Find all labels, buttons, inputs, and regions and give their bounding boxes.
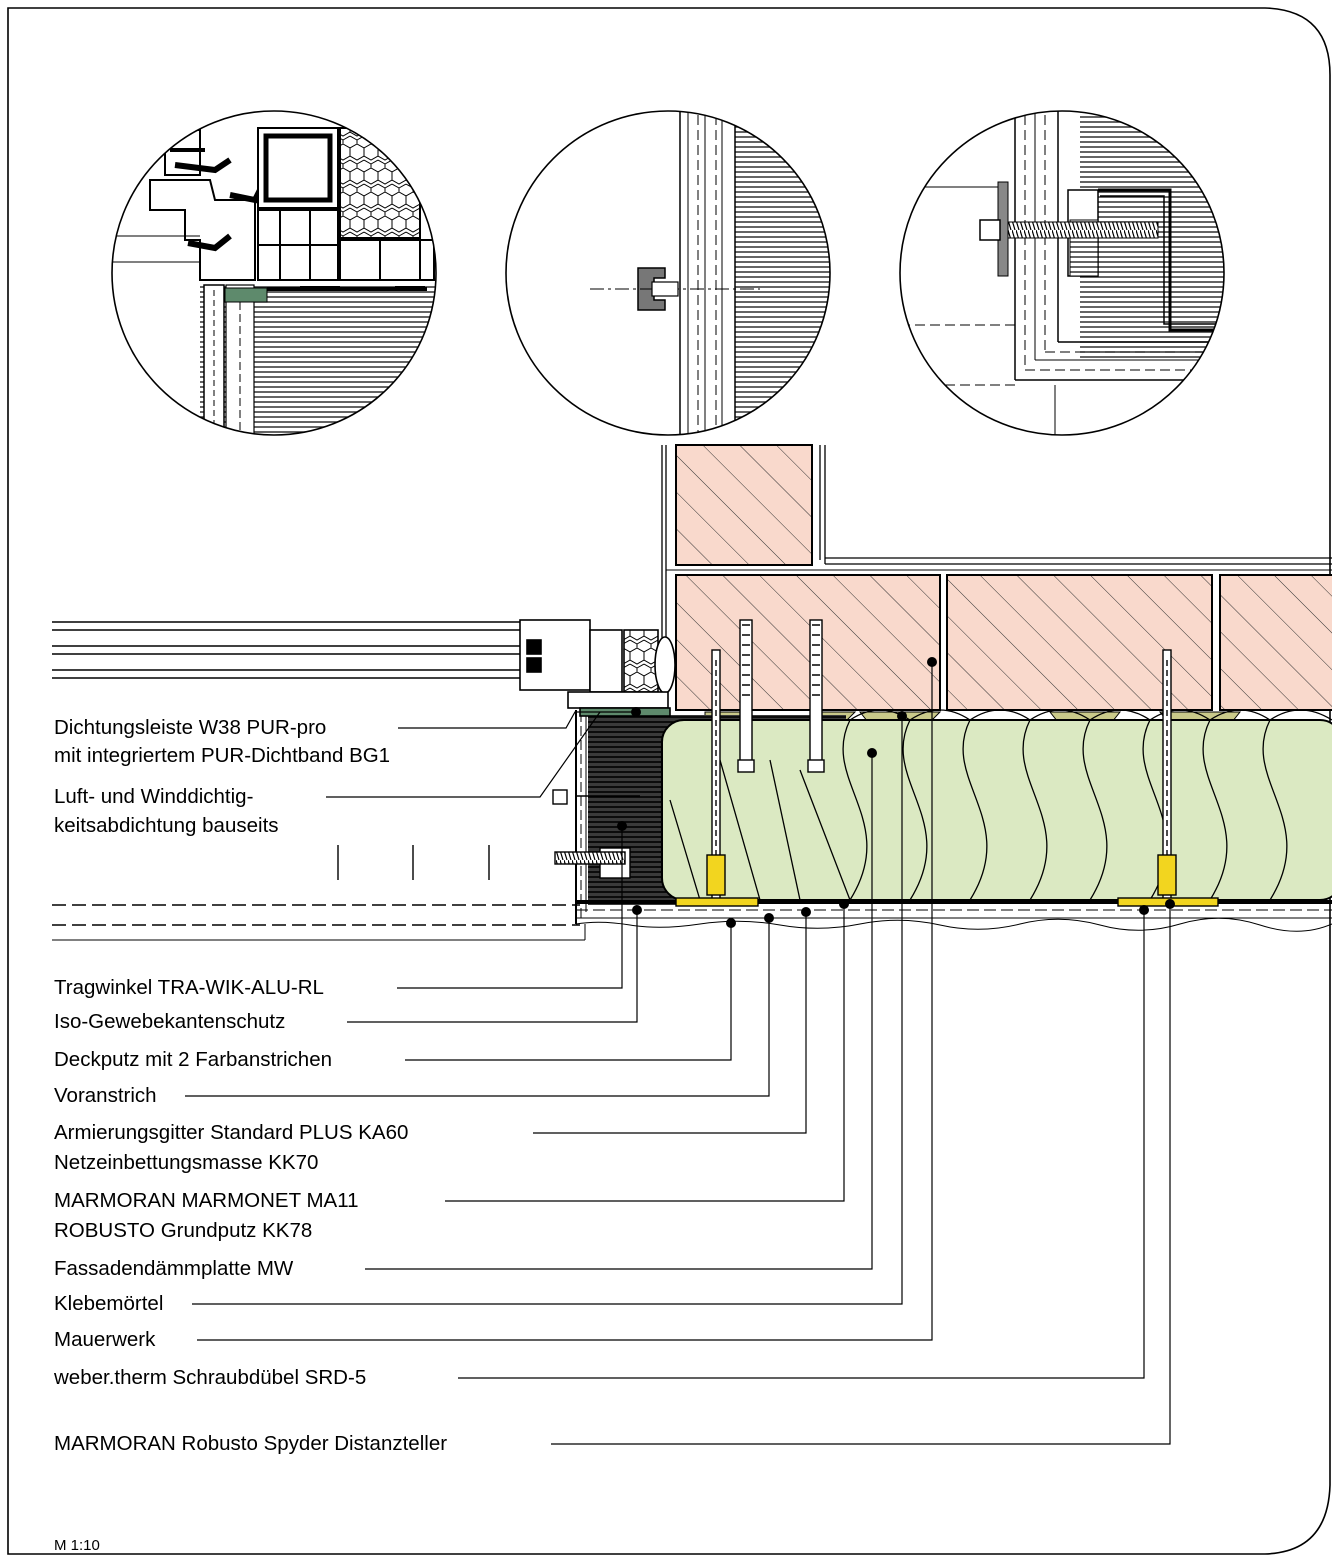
leader-lines [185, 662, 1171, 1445]
detail-circle-edge-profile [506, 111, 830, 435]
scale-label: M 1:10 [54, 1537, 100, 1554]
label-deckputz: Deckputz mit 2 Farbanstrichen [54, 1048, 333, 1071]
detail-circle-window-seal [112, 111, 436, 435]
label-mauerwerk: Mauerwerk [54, 1328, 156, 1351]
label-dichtungsleiste-2: mit integriertem PUR-Dichtband BG1 [54, 744, 391, 767]
label-marmonet: MARMORAN MARMONET MA11 [54, 1189, 359, 1212]
support-bracket [337, 789, 640, 880]
label-voranstrich: Voranstrich [54, 1084, 157, 1107]
label-luft-2: keitsabdichtung bauseits [54, 814, 279, 837]
label-armierung: Armierungsgitter Standard PLUS KA60 [54, 1121, 409, 1144]
label-klebe: Klebemörtel [54, 1292, 164, 1315]
label-dichtungsleiste-1: Dichtungsleiste W38 PUR-pro [54, 716, 327, 739]
label-tragwinkel: Tragwinkel TRA-WIK-ALU-RL [54, 976, 324, 999]
window-frame [52, 619, 676, 941]
sheet-border [7, 7, 1331, 1555]
label-spyder: MARMORAN Robusto Spyder Distanzteller [54, 1432, 448, 1455]
leader-dots [617, 657, 1175, 928]
label-schraubduebel: weber.therm Schraubdübel SRD-5 [54, 1366, 367, 1389]
label-luft-1: Luft- und Winddichtig- [54, 785, 254, 808]
label-robusto: ROBUSTO Grundputz KK78 [54, 1219, 313, 1242]
label-netzeinbettung: Netzeinbettungsmasse KK70 [54, 1151, 319, 1174]
label-iso: Iso-Gewebekantenschutz [54, 1010, 286, 1033]
anchor-group [675, 619, 1219, 907]
detail-circle-bracket-screw [900, 111, 1224, 435]
label-fassade: Fassadendämmplatte MW [54, 1257, 294, 1280]
main-section [52, 444, 1332, 941]
